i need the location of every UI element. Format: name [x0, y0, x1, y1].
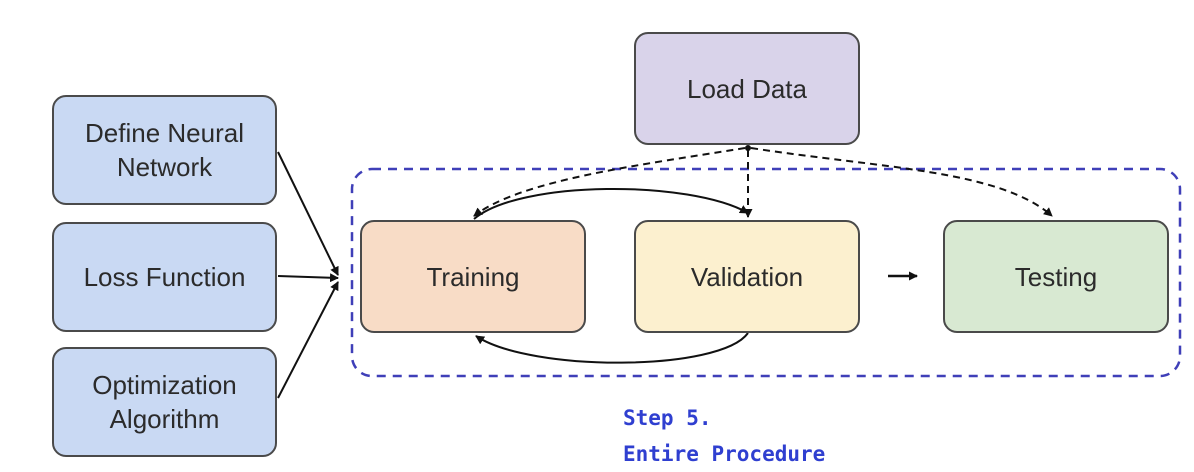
load-data-arrow-origin	[745, 145, 751, 151]
loss-function-label: Loss Function	[83, 262, 246, 292]
optimization-arrow	[277, 281, 339, 399]
validation-box: Validation	[634, 220, 860, 333]
loss-function-arrow	[277, 273, 339, 283]
validation-label: Validation	[690, 261, 804, 292]
define-network-box: Define Neural Network	[52, 95, 277, 205]
load-data-to-testing-arrow	[750, 147, 1053, 217]
validation-to-training-arrow	[475, 332, 749, 364]
step-caption: Step 5. Entire Procedure	[623, 400, 825, 472]
load-data-to-training-arrow	[473, 147, 746, 217]
training-to-validation-arrow	[473, 188, 749, 220]
training-box: Training	[360, 220, 586, 333]
procedure-group-border	[350, 167, 1182, 378]
define-network-arrow	[277, 151, 339, 276]
optimization-label: Optimization Algorithm	[92, 370, 237, 434]
loss-function-box: Loss Function	[52, 222, 277, 332]
testing-label: Testing	[1014, 261, 1098, 292]
define-network-label: Define Neural Network	[85, 118, 244, 182]
testing-box: Testing	[943, 220, 1169, 333]
optimization-box: Optimization Algorithm	[52, 347, 277, 457]
load-data-label: Load Data	[687, 73, 807, 104]
training-label: Training	[426, 261, 520, 292]
load-data-box: Load Data	[634, 32, 860, 145]
step-caption-line1: Step 5.	[623, 406, 712, 430]
step-caption-line2: Entire Procedure	[623, 442, 826, 466]
